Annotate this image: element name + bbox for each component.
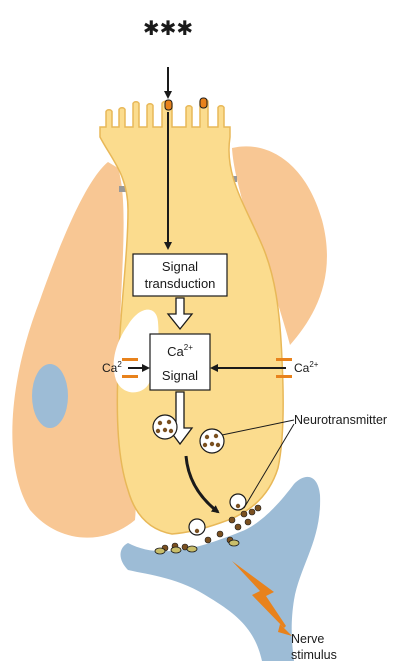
nerve-label-line2: stimulus	[291, 648, 337, 661]
ca-right-base: Ca	[294, 361, 310, 375]
ca-label-right: Ca2+	[294, 360, 319, 375]
ca-signal-sup: 2+	[184, 343, 193, 352]
vesicle-2	[200, 429, 224, 453]
ca-left-sup: 2	[117, 360, 122, 369]
vesicle-1	[153, 415, 177, 439]
nucleus	[32, 364, 68, 428]
vesicle-docked-1	[189, 519, 205, 535]
vesicle-docked-2	[230, 494, 246, 510]
ca-signal-line2: Signal	[162, 368, 198, 383]
signal-transduction-line2: transduction	[145, 276, 216, 291]
receptor-protein-2	[200, 98, 207, 108]
receptor-protein-1	[165, 100, 172, 110]
ca-left-base: Ca	[102, 361, 118, 375]
signal-transduction-line1: Signal	[162, 259, 198, 274]
ca-signal-base: Ca	[167, 344, 184, 359]
neurotransmitter-label: Neurotransmitter	[294, 413, 387, 427]
stimulus-symbol: ✱✱✱	[143, 18, 193, 40]
nerve-label-line1: Nerve	[291, 632, 324, 646]
ca-right-sup: 2+	[309, 360, 318, 369]
